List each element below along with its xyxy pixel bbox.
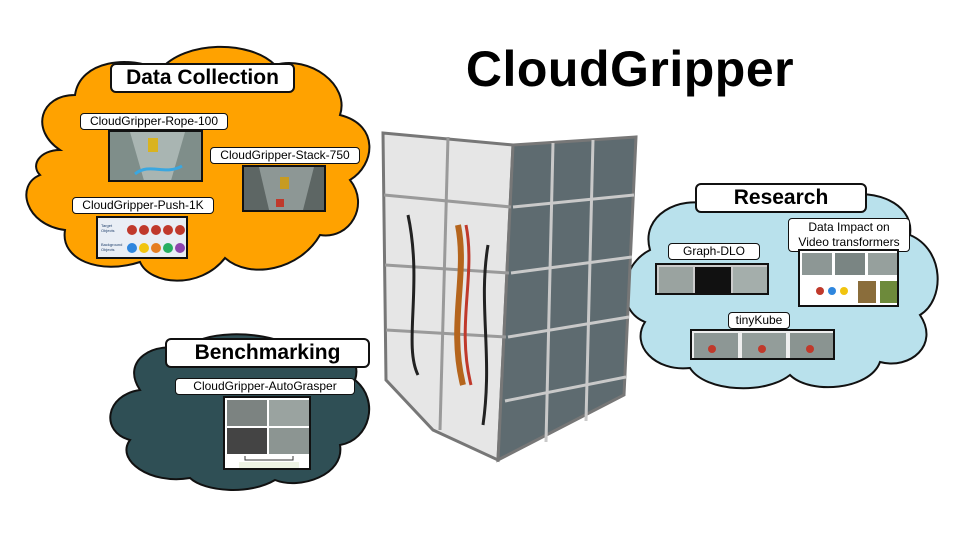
stack-750-label: CloudGripper-Stack-750 [210,147,360,164]
cloudgripper-tower-photo [381,131,638,463]
data-impact-thumbnail [798,249,899,307]
page-title: CloudGripper [465,41,795,97]
autograsper-scene-image [227,400,309,468]
autograsper-label: CloudGripper-AutoGrasper [175,378,355,395]
rope-100-thumbnail [108,130,203,182]
background-objects-text: Background Objects [101,242,123,252]
tinykube-image [694,333,833,358]
push-1k-thumbnail: Target Objects Background Objects [96,216,188,259]
benchmarking-label: Benchmarking [165,338,370,368]
data-impact-image [802,253,897,303]
data-impact-label: Data Impact on Video transformers [788,218,910,252]
graph-dlo-label: Graph-DLO [668,243,760,260]
target-objects-text: Target Objects [101,223,115,233]
push-1k-label: CloudGripper-Push-1K [72,197,214,214]
stack-750-thumbnail [242,165,326,212]
stack-scene-image [244,167,324,210]
tinykube-thumbnail [690,329,835,360]
graph-dlo-thumbnail [655,263,769,295]
tinykube-label: tinyKube [728,312,790,329]
autograsper-thumbnail [223,396,311,470]
rope-scene-image [110,132,201,180]
rope-100-label: CloudGripper-Rope-100 [80,113,228,130]
data-collection-label: Data Collection [110,63,295,93]
graph-dlo-image [659,267,767,293]
objects-image [127,225,185,253]
research-label: Research [695,183,867,213]
